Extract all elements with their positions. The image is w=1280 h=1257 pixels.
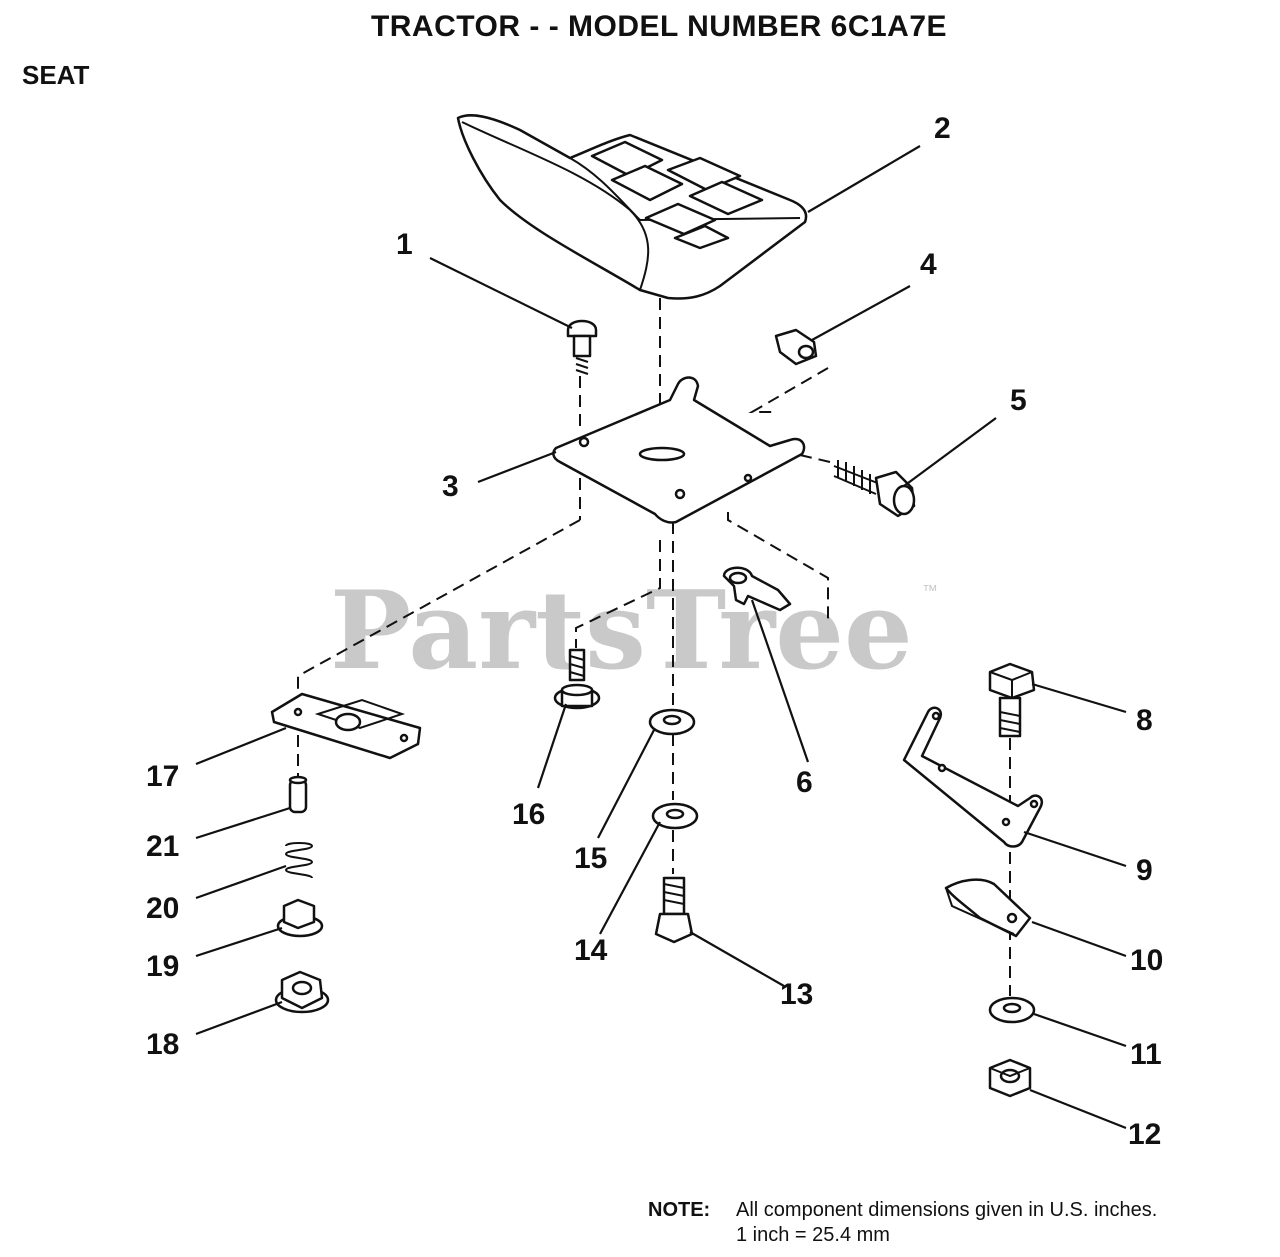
part-label-21: 21 xyxy=(146,830,179,863)
part-label-8: 8 xyxy=(1136,704,1153,737)
part-number-labels: 1 2 3 4 5 6 8 9 10 11 12 13 14 15 16 17 … xyxy=(146,112,1163,1151)
lock-nut-part xyxy=(988,1058,1032,1098)
flange-nut-part xyxy=(274,970,330,1014)
part-label-4: 4 xyxy=(920,248,937,281)
part-label-19: 19 xyxy=(146,950,179,983)
assembly-lines xyxy=(297,298,1011,996)
seat-part xyxy=(456,114,808,300)
section-title: SEAT xyxy=(22,60,90,90)
seat-pan-part xyxy=(552,376,806,524)
part-label-5: 5 xyxy=(1010,384,1027,417)
washer-right-part xyxy=(988,996,1036,1024)
part-label-17: 17 xyxy=(146,760,179,793)
part-label-15: 15 xyxy=(574,842,607,875)
part-label-2: 2 xyxy=(934,112,951,145)
leader-lines xyxy=(195,145,1127,1130)
slide-rail-part xyxy=(270,692,422,760)
bracket-part xyxy=(902,706,1044,848)
watermark-trademark: ™ xyxy=(922,583,938,600)
part-label-3: 3 xyxy=(442,470,459,503)
part-label-6: 6 xyxy=(796,766,813,799)
hex-bolt-part xyxy=(654,876,694,944)
part-label-20: 20 xyxy=(146,892,179,925)
hex-bolt-right-part xyxy=(988,662,1036,738)
part-label-11: 11 xyxy=(1130,1038,1162,1071)
dimension-note: NOTE: All component dimensions given in U… xyxy=(648,1198,1157,1248)
note-line-1: All component dimensions given in U.S. i… xyxy=(736,1199,1158,1221)
shoulder-screw-part xyxy=(553,648,601,710)
part-label-16: 16 xyxy=(512,798,545,831)
part-label-13: 13 xyxy=(780,978,813,1011)
part-label-10: 10 xyxy=(1130,944,1163,977)
spring-part xyxy=(284,842,314,879)
knob-nut-part xyxy=(276,898,324,938)
carriage-bolt-part xyxy=(566,319,598,375)
part-label-12: 12 xyxy=(1128,1118,1161,1151)
clip-part xyxy=(722,566,792,612)
watermark-text: PartsTree xyxy=(330,568,913,694)
lock-washer-part xyxy=(651,802,699,830)
pin-part xyxy=(288,775,308,814)
note-label: NOTE: xyxy=(648,1199,711,1221)
part-label-9: 9 xyxy=(1136,854,1153,887)
note-line-2: 1 inch = 25.4 mm xyxy=(736,1224,890,1246)
part-label-18: 18 xyxy=(146,1028,179,1061)
plate-part xyxy=(944,878,1032,938)
nut-part xyxy=(774,328,818,366)
part-label-1: 1 xyxy=(396,228,413,261)
diagram-title: TRACTOR - - MODEL NUMBER 6C1A7E xyxy=(370,10,948,43)
washer-large-part xyxy=(648,708,696,736)
shoulder-bolt-part xyxy=(833,460,916,518)
part-label-14: 14 xyxy=(574,934,608,967)
